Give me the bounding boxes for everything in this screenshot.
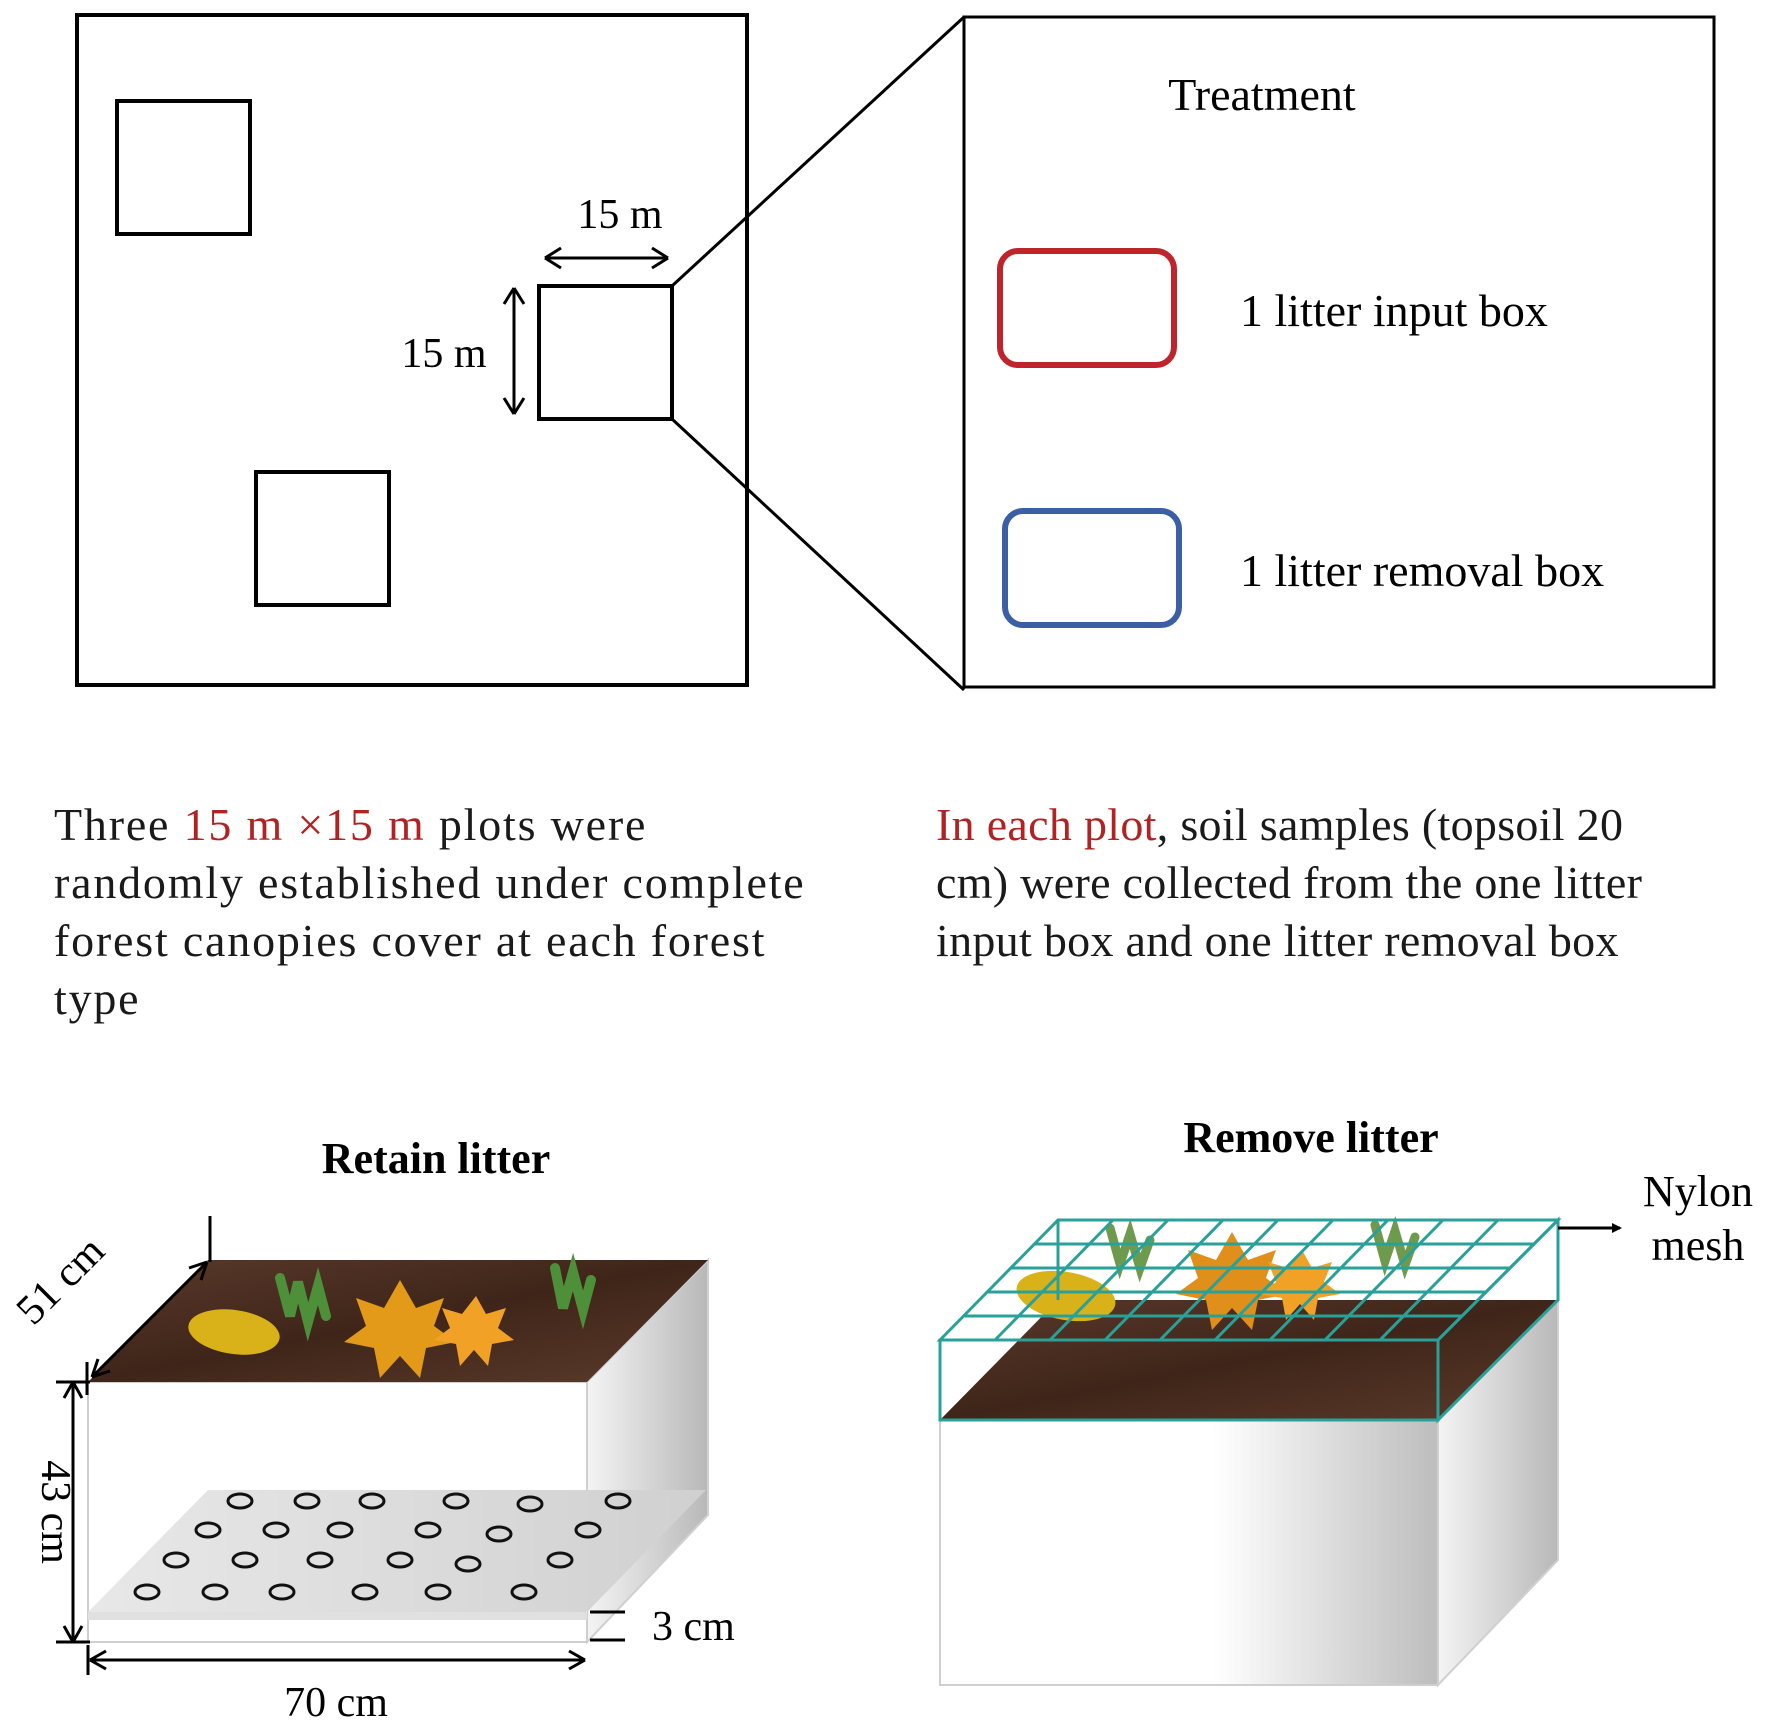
plots-description-post: plots were randomly established under co… xyxy=(54,799,806,1024)
retain-height-dimension: 43 cm xyxy=(32,1380,90,1644)
retain-gap-dimension: 3 cm xyxy=(590,1604,735,1650)
retain-height-label: 43 cm xyxy=(32,1460,78,1564)
retain-width-dimension: 70 cm xyxy=(86,1645,586,1726)
remove-litter-title: Remove litter xyxy=(1183,1113,1438,1162)
yellow-leaf xyxy=(1016,1270,1116,1322)
plot-square-2 xyxy=(537,284,674,421)
sampling-description: In each plot, soil samples (topsoil 20 c… xyxy=(936,796,1696,970)
remove-litter-diagram: Remove litter xyxy=(936,1113,1753,1688)
retain-gap-label: 3 cm xyxy=(652,1604,735,1650)
yellow-leaf xyxy=(188,1309,280,1355)
plot-square-3 xyxy=(254,470,391,607)
litter-removal-box-label: 1 litter removal box xyxy=(1240,545,1604,596)
plot-height-dimension: 15 m xyxy=(401,287,526,415)
plots-description-highlight: 15 m ×15 m xyxy=(183,799,426,850)
nylon-mesh-cage xyxy=(936,1216,1562,1424)
sampling-description-post: , soil samples (topsoil 20 cm) were coll… xyxy=(936,799,1643,966)
plots-description: Three 15 m ×15 m plots were randomly est… xyxy=(54,796,814,1028)
mesh-label-line2: mesh xyxy=(1652,1221,1745,1270)
green-plant-leaf xyxy=(275,1266,331,1342)
retain-perforated-plate xyxy=(88,1490,706,1612)
maple-leaf-orange xyxy=(344,1280,456,1378)
plot-square-1 xyxy=(115,99,252,236)
mesh-label-line1: Nylon xyxy=(1643,1167,1753,1216)
retain-litter-diagram: Retain litter xyxy=(8,1134,735,1726)
retain-plate-edge xyxy=(88,1612,587,1620)
zoom-line-bottom xyxy=(670,417,966,692)
maple-leaf-small xyxy=(434,1296,514,1366)
remove-soil-surface xyxy=(940,1300,1558,1420)
maple-leaf-orange xyxy=(1176,1232,1288,1330)
retain-litter-leaves xyxy=(188,1252,596,1378)
litter-input-box-swatch xyxy=(997,248,1177,368)
retain-width-label: 70 cm xyxy=(284,1680,388,1726)
litter-removal-box-swatch xyxy=(1002,508,1182,628)
treatment-panel-outline xyxy=(962,15,1716,689)
retain-plate-holes xyxy=(133,1492,632,1601)
treatment-title: Treatment xyxy=(1168,69,1356,120)
retain-depth-label: 51 cm xyxy=(8,1228,114,1334)
retain-litter-title: Retain litter xyxy=(322,1134,550,1183)
site-map: 15 m 15 m xyxy=(75,13,966,692)
green-plant-leaf xyxy=(1105,1218,1155,1283)
plot-width-dimension: 15 m xyxy=(544,192,669,270)
plot-height-label: 15 m xyxy=(401,331,487,377)
treatment-panel: Treatment 1 litter input box 1 litter re… xyxy=(962,15,1716,689)
forest-site-outline xyxy=(75,13,749,687)
plots-description-pre: Three xyxy=(54,799,184,850)
green-plant-leaf-2 xyxy=(550,1252,596,1330)
remove-box-front-face xyxy=(939,1419,1439,1686)
plot-width-label: 15 m xyxy=(577,192,663,238)
zoom-line-top xyxy=(670,15,966,288)
sampling-description-highlight: In each plot xyxy=(936,799,1157,850)
litter-input-box-label: 1 litter input box xyxy=(1240,285,1548,336)
